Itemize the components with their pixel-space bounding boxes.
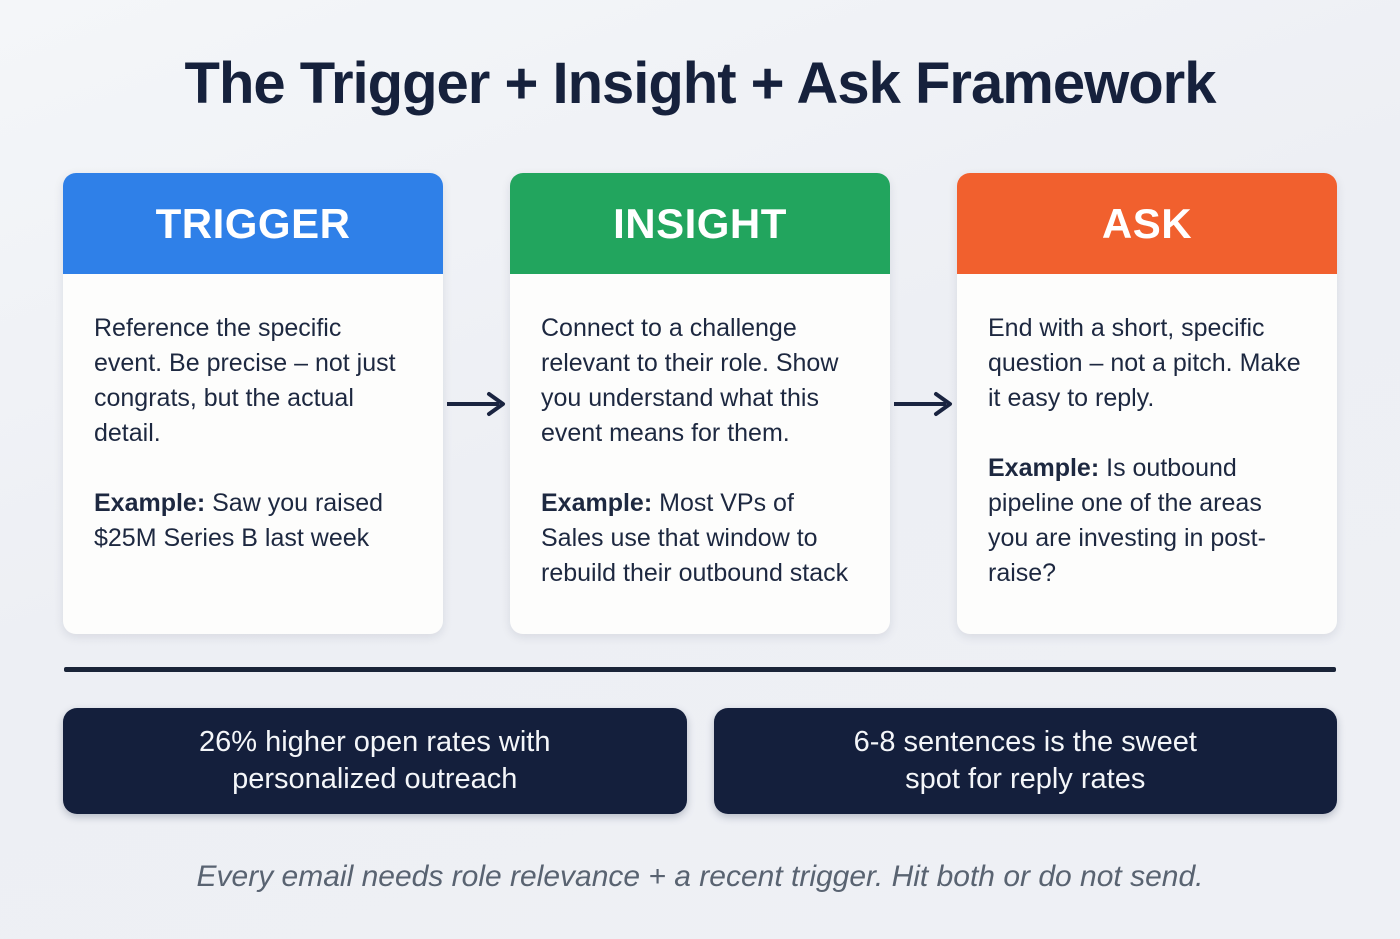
card-insight-header: INSIGHT (510, 173, 890, 274)
stat-line: 26% higher open rates with (199, 726, 551, 758)
right-arrow-icon (446, 391, 505, 416)
example-text: Most VPs of Sales use that window to reb… (541, 489, 849, 587)
example-label: Example: (94, 489, 206, 517)
right-arrow-icon (893, 391, 952, 416)
card-trigger-description: Reference the specific event. Be precise… (94, 314, 396, 447)
card-insight-body: Connect to a challenge relevant to their… (510, 274, 890, 591)
card-ask-body: End with a short, specific question – no… (957, 274, 1337, 591)
card-ask-header: ASK (957, 173, 1337, 274)
card-ask-example: Example: Is outbound pipeline one of the… (988, 451, 1306, 591)
example-text: Is outbound pipeline one of the areas yo… (988, 454, 1266, 587)
card-insight-example: Example: Most VPs of Sales use that wind… (541, 486, 859, 591)
card-trigger-example: Example: Saw you raised $25M Series B la… (94, 486, 412, 556)
page-title: The Trigger + Insight + Ask Framework (184, 51, 1217, 116)
card-ask: ASK End with a short, specific question … (957, 173, 1337, 634)
stat-open-rates: 26% higher open rates with personalized … (63, 708, 687, 814)
arrow-cell (890, 391, 957, 417)
stat-sentence-length: 6-8 sentences is the sweet spot for repl… (713, 708, 1337, 814)
footer-note: Every email needs role relevance + a rec… (196, 860, 1204, 893)
card-insight: INSIGHT Connect to a challenge relevant … (510, 173, 890, 634)
framework-cards-row: TRIGGER Reference the specific event. Be… (63, 173, 1337, 634)
card-ask-description: End with a short, specific question – no… (988, 314, 1301, 412)
stat-line: spot for reply rates (905, 763, 1146, 795)
example-label: Example: (988, 454, 1100, 482)
card-insight-description: Connect to a challenge relevant to their… (541, 314, 839, 447)
card-trigger-header: TRIGGER (63, 173, 443, 274)
stats-row: 26% higher open rates with personalized … (63, 708, 1337, 814)
stat-line: personalized outreach (232, 763, 518, 795)
stat-line: 6-8 sentences is the sweet (853, 726, 1197, 758)
card-trigger-body: Reference the specific event. Be precise… (63, 274, 443, 556)
arrow-cell (443, 391, 510, 417)
example-label: Example: (541, 489, 653, 517)
card-trigger: TRIGGER Reference the specific event. Be… (63, 173, 443, 634)
horizontal-divider (64, 667, 1336, 672)
example-text: Saw you raised $25M Series B last week (94, 489, 384, 552)
